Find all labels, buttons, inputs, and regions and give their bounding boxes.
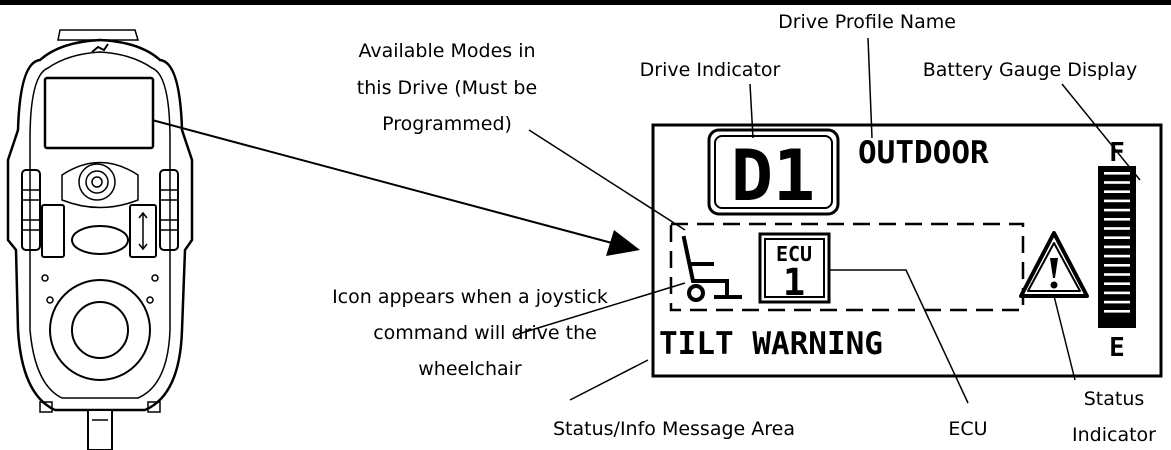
- ecu-box-outer: [758, 232, 831, 304]
- battery-segment: [1104, 264, 1130, 267]
- battery-segment: [1104, 227, 1130, 230]
- battery-segment: [1104, 282, 1130, 285]
- wheelchair-icon: [681, 235, 742, 302]
- lcd-frame: [651, 123, 1163, 378]
- callout-joystick-icon-line2: command will drive the: [373, 322, 597, 344]
- callout-status-indicator-line2: Indicator: [1072, 424, 1156, 446]
- battery-segment: [1104, 218, 1130, 221]
- battery-segment: [1104, 310, 1130, 313]
- screen-pointer-arrowhead: [606, 230, 640, 256]
- top-border: [0, 0, 1171, 5]
- callout-drive-profile-name: Drive Profile Name: [778, 11, 956, 33]
- hand-controller-illustration: [6, 29, 194, 450]
- callout-joystick-icon-line1: Icon appears when a joystick: [332, 286, 608, 308]
- battery-segment: [1104, 300, 1130, 304]
- battery-segment: [1104, 291, 1130, 295]
- available-modes-area: [669, 222, 1025, 312]
- callout-available-modes-line3: Programmed): [382, 113, 512, 135]
- battery-full-label: F: [1109, 138, 1125, 168]
- drive-indicator-outer: [707, 128, 840, 216]
- battery-segment: [1104, 172, 1130, 175]
- battery-segment: [1104, 236, 1130, 239]
- drive-indicator-inner: [714, 135, 833, 209]
- ecu-box-inner: [764, 238, 825, 298]
- callout-available-modes-line2: this Drive (Must be: [357, 77, 537, 99]
- callout-ecu: ECU: [948, 418, 987, 440]
- callout-joystick-icon-line3: wheelchair: [418, 358, 522, 380]
- battery-empty-label: E: [1109, 333, 1125, 363]
- callout-battery-gauge: Battery Gauge Display: [923, 59, 1138, 81]
- callout-drive-indicator: Drive Indicator: [640, 59, 781, 81]
- battery-segment: [1104, 208, 1130, 212]
- battery-segment: [1104, 273, 1130, 276]
- ecu-number: 1: [783, 261, 805, 304]
- ecu-label: ECU: [776, 242, 812, 266]
- status-message: TILT WARNING: [659, 326, 883, 362]
- screen-pointer-line: [151, 119, 613, 244]
- callout-available-modes-line1: Available Modes in: [358, 40, 535, 62]
- battery-segments: [1104, 172, 1130, 313]
- callout-status-indicator-line1: Status: [1084, 388, 1145, 410]
- battery-segment: [1104, 181, 1130, 184]
- drive-number: D1: [731, 135, 815, 217]
- battery-segment: [1104, 199, 1130, 203]
- callout-status-info-area: Status/Info Message Area: [553, 418, 795, 440]
- profile-name: OUTDOOR: [858, 135, 989, 171]
- battery-segment: [1104, 190, 1130, 193]
- battery-segment: [1104, 245, 1130, 249]
- callout-leaders: [514, 37, 1141, 404]
- battery-segment: [1104, 254, 1130, 258]
